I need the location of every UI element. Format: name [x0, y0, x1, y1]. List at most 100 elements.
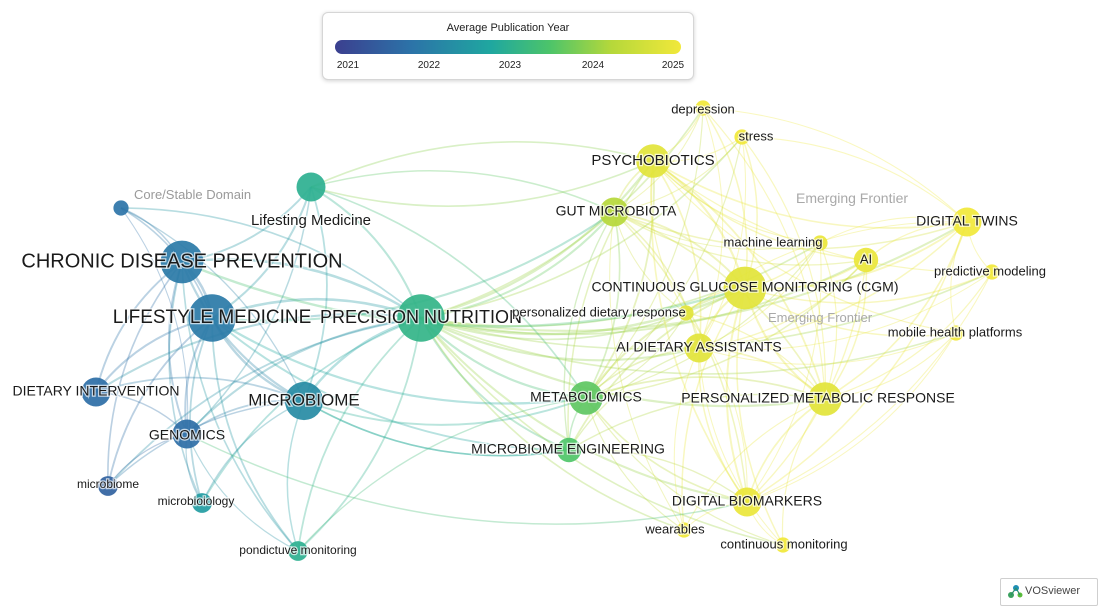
node-microbiome_lc[interactable] [98, 476, 118, 496]
link-metabolomics-gut [585, 211, 621, 399]
node-label-twins: DIGITAL TWINS [916, 213, 1018, 229]
link-microbiome_uc-lifesting [303, 186, 328, 402]
link-biomarkers-gut [613, 211, 748, 503]
node-predictive[interactable] [984, 264, 1000, 280]
link-psychobiotics-twins [652, 160, 968, 229]
link-metabolomics-biomarkers [585, 397, 748, 503]
node-stress[interactable] [734, 129, 750, 145]
link-layer [95, 107, 993, 552]
link-precision-dietary [95, 313, 422, 393]
node-aida[interactable] [684, 333, 714, 363]
node-mbe[interactable] [556, 437, 582, 463]
link-precision-wearables [420, 317, 685, 531]
link-aida-ml [698, 242, 821, 349]
node-biomarkers[interactable] [732, 487, 762, 517]
node-microbiome_uc[interactable] [284, 381, 324, 421]
node-microbio[interactable] [192, 493, 212, 513]
node-label-contmon: continuous monitoring [720, 536, 847, 551]
link-lifestyle-metabolomics [211, 317, 587, 405]
node-label-ai: AI [860, 251, 872, 266]
node-ml[interactable] [812, 235, 828, 251]
link-psychobiotics-mbe [567, 160, 654, 451]
node-label-aida: AI DIETARY ASSISTANTS [616, 339, 781, 355]
link-precision-contmon [420, 317, 784, 546]
node-wearables[interactable] [676, 522, 692, 538]
link-precision-core_dot [120, 207, 422, 319]
link-twins-depression [702, 107, 968, 223]
node-label-microbio: microbioiology [158, 494, 235, 508]
link-gut-lifesting [310, 170, 615, 213]
link-aida-twins [698, 221, 968, 349]
node-gut[interactable] [599, 197, 629, 227]
link-precision-pondictuve [297, 317, 422, 552]
link-chronic-microbiome_uc [180, 261, 305, 402]
node-dietary[interactable] [81, 377, 111, 407]
legend-tick: 2022 [417, 60, 441, 71]
node-lifesting[interactable] [296, 172, 326, 202]
link-pmr-metabolomics [585, 376, 826, 400]
link-pmr-stress [741, 136, 826, 400]
node-pdr[interactable] [678, 305, 694, 321]
node-ai[interactable] [853, 247, 879, 273]
link-precision-chronic [181, 258, 422, 320]
node-pmr[interactable] [808, 382, 842, 416]
node-precision[interactable] [397, 294, 445, 342]
link-aida-psychobiotics [652, 160, 702, 349]
link-lifestyle-mbe [211, 317, 570, 451]
node-genomics[interactable] [172, 419, 202, 449]
node-label-precision: PRECISION NUTRITION [320, 307, 522, 327]
node-label-pmr: PERSONALIZED METABOLIC RESPONSE [681, 390, 955, 406]
node-label-chronic: CHRONIC DISEASE PREVENTION [21, 250, 342, 272]
node-twins[interactable] [952, 207, 982, 237]
node-core_dot[interactable] [113, 200, 129, 216]
node-label-dietary: DIETARY INTERVENTION [13, 383, 180, 399]
link-precision-psychobiotics [420, 160, 654, 320]
node-lifestyle[interactable] [188, 294, 236, 342]
link-precision-stress [420, 136, 743, 319]
link-precision-gut [420, 211, 615, 320]
node-psychobiotics[interactable] [636, 144, 670, 178]
node-label-gut: GUT MICROBIOTA [556, 203, 677, 219]
link-aida-depression [698, 107, 724, 349]
node-chronic[interactable] [160, 240, 204, 284]
vosviewer-logo: VOSviewer [1000, 578, 1098, 606]
link-chronic-genomics [168, 261, 188, 435]
link-metabolomics-lifesting [310, 186, 587, 399]
node-mobile[interactable] [948, 325, 964, 341]
node-metabolomics[interactable] [569, 381, 603, 415]
link-pmr-ai [824, 259, 868, 400]
node-label-biomarkers: DIGITAL BIOMARKERS [672, 493, 822, 509]
link-gut-wearables [609, 211, 685, 531]
node-depression[interactable] [695, 100, 711, 116]
link-precision-depression [420, 107, 704, 319]
link-biomarkers-ml [746, 242, 822, 503]
node-label-mobile: mobile health platforms [888, 324, 1023, 339]
link-cgm-twins [744, 221, 968, 290]
link-psychobiotics-ml [652, 160, 821, 244]
node-cgm[interactable] [723, 266, 767, 310]
node-label-depression: depression [671, 101, 735, 116]
link-cgm-metabolomics [585, 286, 746, 399]
link-aida-predictive [698, 271, 993, 351]
link-pmr-mobile [824, 332, 957, 400]
legend-tick: 2021 [336, 60, 360, 71]
link-cgm-biomarkers [725, 287, 748, 503]
link-psychobiotics-mobile [652, 160, 957, 334]
link-precision-cgm [420, 286, 746, 336]
node-label-psychobiotics: PSYCHOBIOTICS [591, 152, 714, 169]
node-layer [81, 100, 1000, 561]
node-pondictuve[interactable] [288, 541, 308, 561]
link-aida-mobile [698, 332, 957, 365]
legend-gradient-bar [335, 40, 681, 54]
link-cgm-mobile [744, 287, 957, 337]
node-label-predictive: predictive modeling [934, 263, 1046, 278]
node-label-microbiome_lc: microbiome [77, 477, 139, 491]
link-gut-stress [613, 136, 743, 213]
link-microbiome_uc-metabolomics [303, 397, 587, 426]
link-psychobiotics-lifesting [310, 141, 654, 188]
link-precision-ai [420, 259, 867, 336]
node-contmon[interactable] [775, 537, 791, 553]
link-psychobiotics-predictive [652, 160, 993, 273]
